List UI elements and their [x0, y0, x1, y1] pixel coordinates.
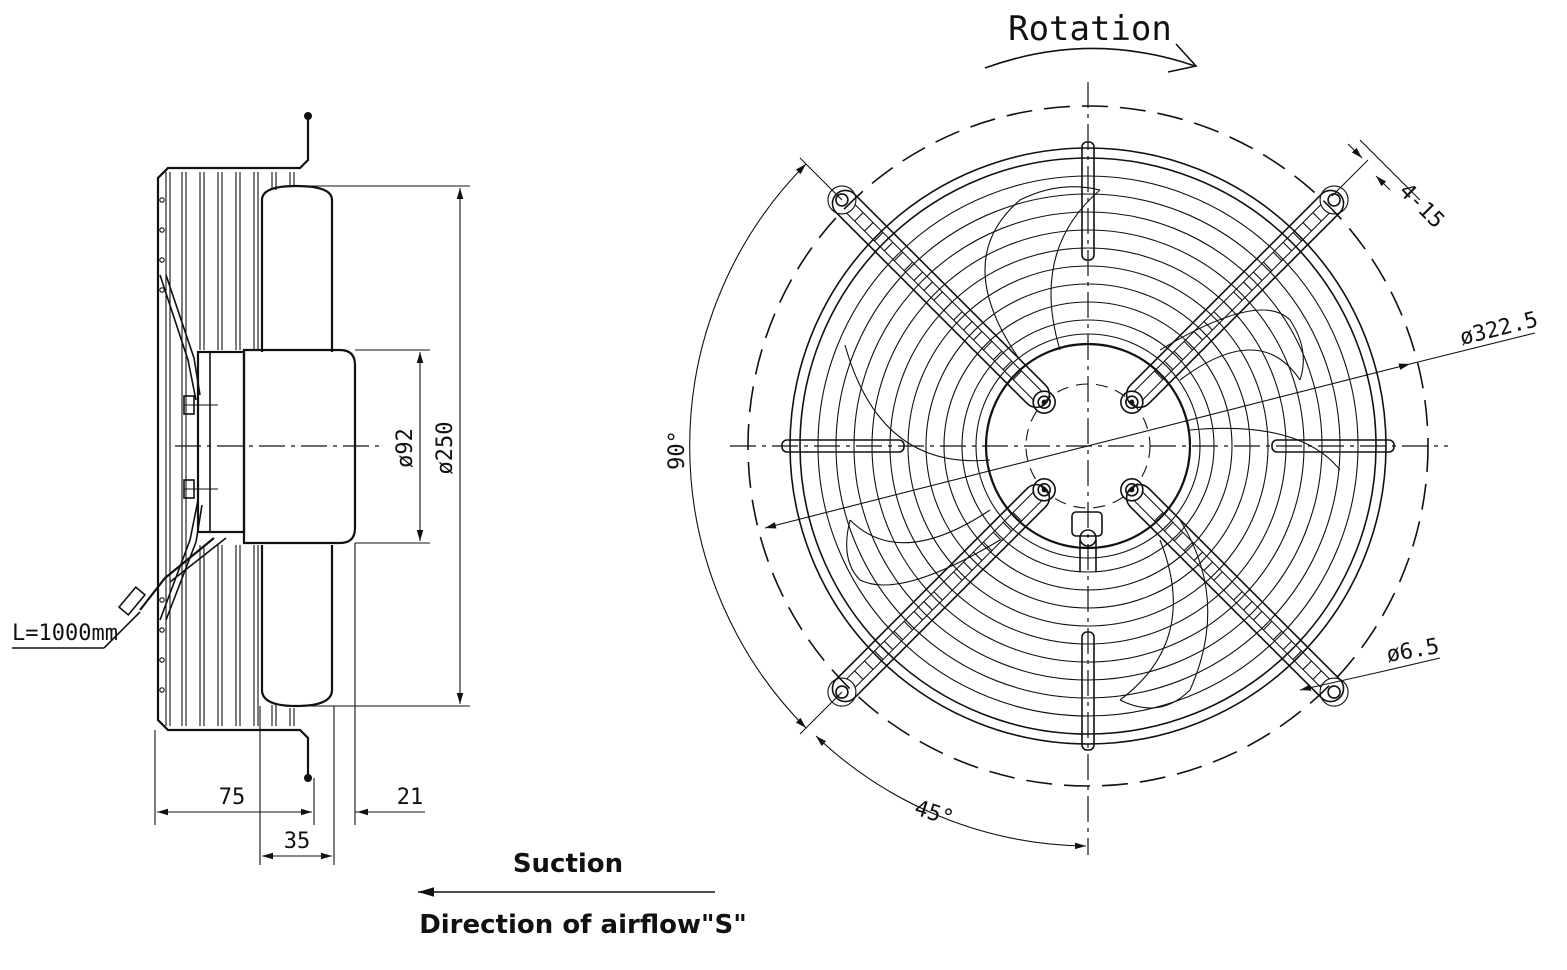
mounting-circle	[747, 105, 1429, 787]
angle-90-label: 90°	[665, 430, 690, 470]
terminal-box	[1071, 511, 1103, 537]
hole-dia-label: ø6.5	[1385, 634, 1442, 668]
rotation-label: Rotation	[1008, 9, 1172, 49]
rotation-arrow	[984, 47, 1196, 69]
guard-dia-label: ø322.5	[1457, 307, 1540, 350]
depth-21-label: 21	[397, 785, 424, 810]
angle-45-arc	[815, 735, 1087, 850]
airflow-indicator: Suction Direction of airflow"S"	[418, 849, 747, 940]
motor-body	[242, 348, 357, 545]
mounting-arm	[827, 185, 1056, 414]
bracket-top	[1081, 141, 1095, 261]
mounting-arm	[1120, 185, 1349, 414]
guard-strut-upper	[159, 274, 197, 401]
blade-dia-label: ø250	[433, 422, 458, 475]
bracket-bottom	[1081, 631, 1095, 751]
power-cable	[139, 537, 215, 611]
hub-dia-label: ø92	[393, 428, 418, 468]
guard-frame-side	[156, 115, 310, 778]
slot-label: 4-15	[1394, 179, 1449, 234]
guard-strut-lower	[159, 499, 199, 621]
front-view: Rotation	[665, 9, 1541, 855]
blade-profile	[260, 184, 334, 708]
angle-90-arc	[689, 163, 807, 729]
motor-mount-plate	[196, 350, 246, 534]
side-view: L=1000mm ø92 ø250 75 35 21	[12, 112, 470, 865]
airflow-direction-label: Direction of airflow"S"	[419, 910, 747, 940]
guard-rings-side	[159, 172, 295, 726]
suction-label: Suction	[513, 849, 623, 879]
depth-35-label: 35	[284, 829, 311, 854]
mounting-arm	[827, 478, 1056, 707]
angle-45-label: 45°	[911, 796, 957, 832]
mounting-arm	[1120, 478, 1349, 707]
guard-dia-dim-line	[764, 363, 1411, 529]
cable-length-label: L=1000mm	[12, 621, 118, 646]
depth-75-label: 75	[219, 785, 246, 810]
